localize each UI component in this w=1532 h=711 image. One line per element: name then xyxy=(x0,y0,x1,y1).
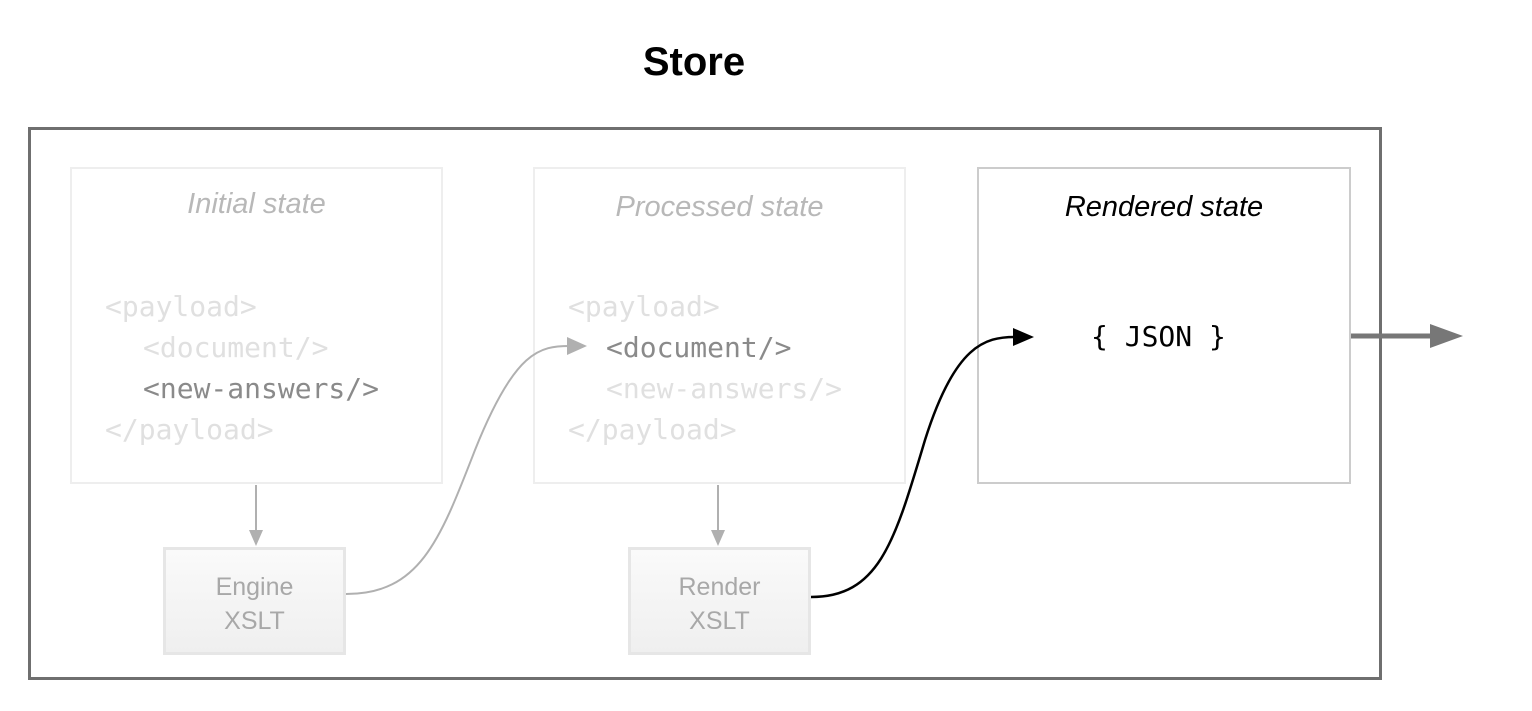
output-arrow xyxy=(1351,324,1463,348)
rendered-state-panel: Rendered state xyxy=(977,167,1351,484)
initial-payload-close: </payload> xyxy=(105,413,274,446)
diagram-title: Store xyxy=(642,40,746,84)
processed-new-answers-tag: <new-answers/> xyxy=(606,372,843,405)
processed-state-panel: Processed state xyxy=(533,167,906,484)
initial-state-title: Initial state xyxy=(187,188,326,220)
processed-document-tag: <document/> xyxy=(606,331,792,364)
render-xslt-box: Render XSLT xyxy=(628,547,811,655)
initial-document-tag: <document/> xyxy=(143,331,329,364)
processed-state-title: Processed state xyxy=(615,191,824,223)
processed-to-render-arrow xyxy=(711,485,725,546)
json-output: { JSON } xyxy=(1091,320,1226,353)
render-xslt-label-line2: XSLT xyxy=(689,607,750,635)
engine-to-processed-arrow xyxy=(345,337,587,595)
render-xslt-label-line1: Render xyxy=(678,573,761,601)
initial-to-engine-arrow xyxy=(249,485,263,546)
render-to-json-arrow xyxy=(810,328,1034,599)
initial-payload-open: <payload> xyxy=(105,290,257,323)
engine-xslt-box: Engine XSLT xyxy=(163,547,346,655)
engine-xslt-label-line1: Engine xyxy=(215,573,294,601)
initial-new-answers-tag: <new-answers/> xyxy=(143,372,380,405)
processed-payload-open: <payload> xyxy=(568,290,720,323)
store-container xyxy=(28,127,1382,680)
initial-state-panel: Initial state xyxy=(70,167,443,484)
engine-xslt-label-line2: XSLT xyxy=(224,607,285,635)
processed-payload-close: </payload> xyxy=(568,413,737,446)
rendered-state-title: Rendered state xyxy=(1064,191,1264,223)
